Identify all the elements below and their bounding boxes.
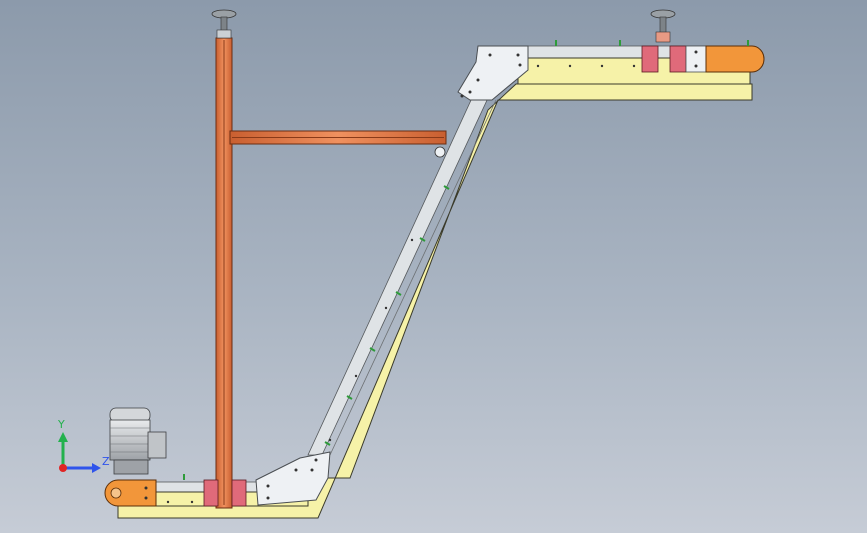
belt-edge-line: [329, 99, 497, 456]
arm-joint: [434, 146, 446, 158]
triad-origin: [59, 464, 67, 472]
end-roller-top[interactable]: [705, 45, 765, 73]
triad-y-arrow: [58, 432, 68, 442]
conveyor-frame[interactable]: [117, 83, 753, 519]
lower-corner-plate: [255, 451, 331, 506]
triad-z-arrow: [92, 463, 101, 473]
clamp-block-top-1: [641, 45, 659, 73]
coordinate-triad: Y Z: [57, 418, 110, 473]
triad-z-label: Z: [102, 455, 110, 468]
conveyor-belt-incline: [307, 97, 489, 456]
belt-cleats: [183, 40, 749, 480]
clamp-plate-top: [685, 45, 709, 73]
roller-hub: [110, 487, 122, 499]
clamp-block-bottom-2: [231, 479, 247, 507]
leveling-foot-left[interactable]: [211, 9, 237, 39]
triad-y-label: Y: [57, 418, 65, 431]
clamp-block-bottom-1: [203, 479, 219, 507]
bolt-holes: [144, 50, 698, 504]
upper-corner-plate: [457, 45, 529, 101]
clamp-block-top-2: [669, 45, 687, 73]
drive-motor[interactable]: [109, 407, 167, 475]
end-roller-bottom[interactable]: [104, 479, 157, 507]
leveling-foot-right[interactable]: [650, 9, 676, 43]
